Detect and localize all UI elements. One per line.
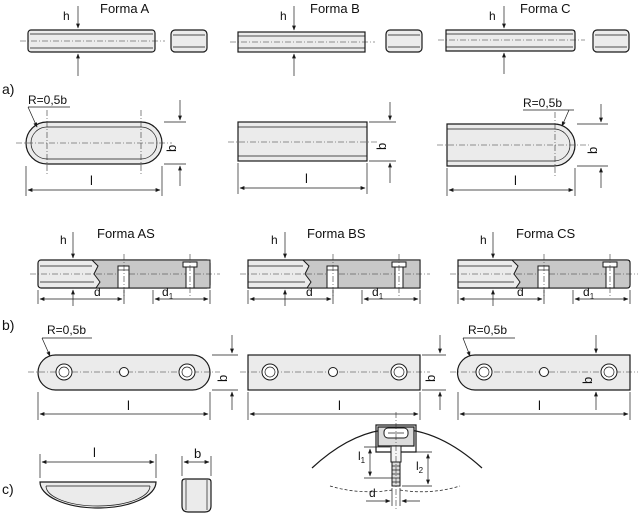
dim-l-cs: l xyxy=(538,398,541,413)
dim-l-c: l xyxy=(514,173,517,188)
dim-h-b: h xyxy=(280,9,287,23)
side-view-forma-b: Forma B h xyxy=(230,1,423,76)
plan-view-forma-c: R=0,5b l b xyxy=(437,96,608,196)
dim-l-woodruff: l xyxy=(93,445,96,460)
dim-d1-bs: d1 xyxy=(372,285,384,301)
plan-view-forma-a: R=0,5b l b xyxy=(16,93,186,196)
dim-h-cs: h xyxy=(480,233,487,247)
plan-view-forma-cs: R=0,5b l b xyxy=(450,323,638,420)
dim-b-a: b xyxy=(164,145,179,152)
radius-label-c: R=0,5b xyxy=(523,96,562,110)
plan-view-forma-b: l b xyxy=(228,102,396,194)
radius-label-as: R=0,5b xyxy=(47,323,86,337)
title-forma-b: Forma B xyxy=(310,1,360,16)
dim-b-woodruff: b xyxy=(194,446,201,461)
dim-b-bs: b xyxy=(423,375,438,382)
dim-b-b: b xyxy=(374,143,389,150)
dim-l2-detail: l2 xyxy=(416,459,424,475)
title-forma-a: Forma A xyxy=(100,1,149,16)
title-forma-bs: Forma BS xyxy=(307,226,366,241)
row-label-c: c) xyxy=(2,481,14,497)
side-view-forma-a: Forma A h xyxy=(20,1,208,76)
plan-view-forma-as: R=0,5b l b xyxy=(28,323,238,420)
section-forma-as: Forma AS h d d1 xyxy=(30,226,220,306)
screw-detail: l1 l2 d xyxy=(311,412,483,510)
title-forma-cs: Forma CS xyxy=(516,226,576,241)
dim-b-c: b xyxy=(585,147,600,154)
row-label-b: b) xyxy=(2,317,14,333)
dim-h-a: h xyxy=(63,9,70,23)
radius-label-a: R=0,5b xyxy=(28,93,67,107)
side-view-forma-c: Forma C h xyxy=(438,1,630,74)
woodruff-key-side: l xyxy=(39,445,157,509)
plan-view-forma-bs: l b xyxy=(240,335,446,420)
title-forma-as: Forma AS xyxy=(97,226,155,241)
row-label-a: a) xyxy=(2,81,14,97)
dim-h-as: h xyxy=(60,233,67,247)
dim-d-bs: d xyxy=(306,285,313,299)
dim-h-c: h xyxy=(489,9,496,23)
dim-d1-as: d1 xyxy=(162,285,174,301)
dim-d1-cs: d1 xyxy=(583,285,595,301)
dim-h-bs: h xyxy=(271,233,278,247)
section-forma-cs: Forma CS h d d1 xyxy=(450,226,638,306)
dim-d-as: d xyxy=(94,285,101,299)
dim-b-cs: b xyxy=(580,377,595,384)
dim-l-b: l xyxy=(305,171,308,186)
radius-label-cs: R=0,5b xyxy=(468,323,507,337)
title-forma-c: Forma C xyxy=(520,1,571,16)
dim-l-as: l xyxy=(127,398,130,413)
dim-d-cs: d xyxy=(517,285,524,299)
dim-l1-detail: l1 xyxy=(358,449,366,465)
dim-l-bs: l xyxy=(338,398,341,413)
dim-l-a: l xyxy=(90,173,93,188)
dim-b-as: b xyxy=(215,375,230,382)
section-forma-bs: Forma BS h d d1 xyxy=(240,226,430,306)
dim-d-detail: d xyxy=(369,486,376,500)
woodruff-key-end: b xyxy=(181,446,212,513)
